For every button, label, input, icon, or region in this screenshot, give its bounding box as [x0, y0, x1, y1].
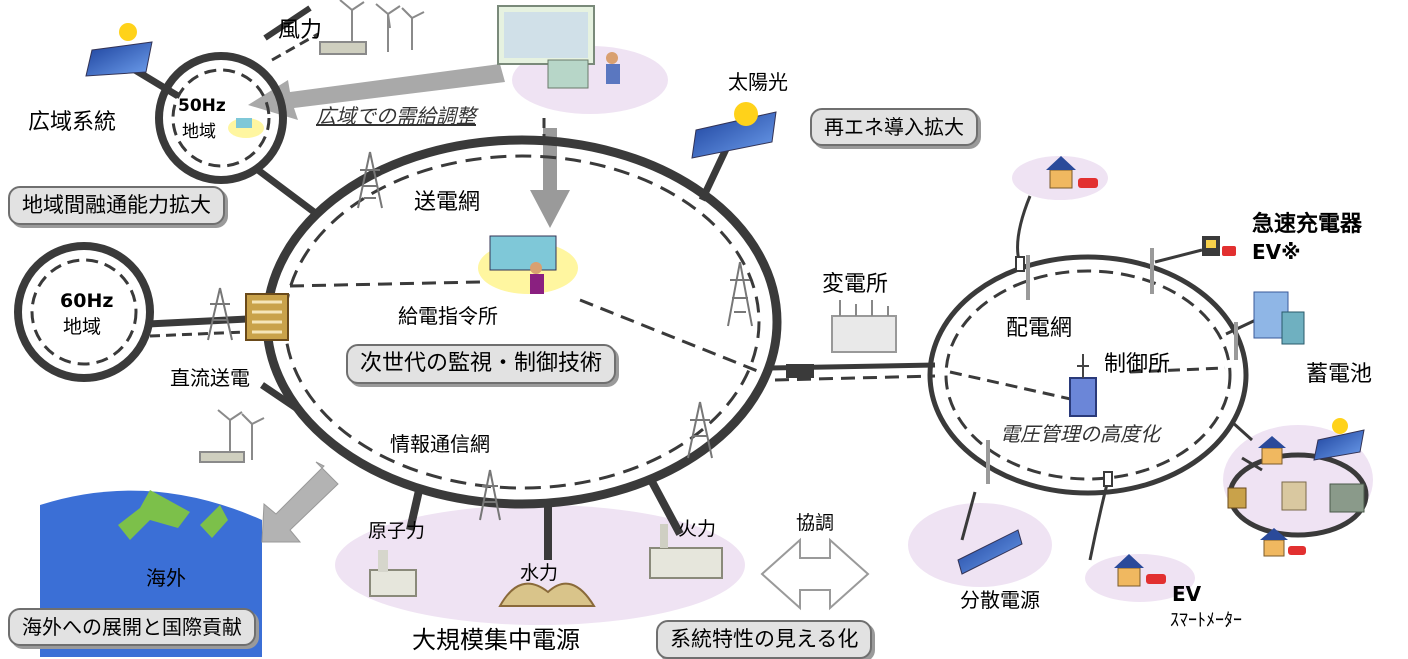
- control-station-label: 制御所: [1104, 352, 1171, 377]
- voltage-management-label: 電圧管理の高度化: [1000, 422, 1160, 446]
- info-comm-network-label: 情報通信網: [390, 432, 490, 456]
- overseas-contribution-box: 海外への展開と国際貢献: [8, 608, 256, 646]
- arrow-to-dispatch: [530, 128, 570, 228]
- substation-icon: [831, 300, 897, 353]
- storage-battery-label: 蓄電池: [1306, 362, 1373, 387]
- overseas-label: 海外: [146, 566, 186, 590]
- solar-power-label: 太陽光: [728, 70, 788, 94]
- dc-transmission-label: 直流送電: [170, 366, 250, 390]
- quick-charger-label: 急速充電器: [1252, 212, 1363, 237]
- ev-label: EV: [1172, 582, 1202, 606]
- smart-meter-label: ｽﾏｰﾄﾒｰﾀｰ: [1170, 610, 1242, 631]
- central-control-room-icon: [497, 5, 668, 114]
- regional-system-label: 広域系統: [28, 110, 117, 135]
- region-50hz-subtitle: 地域: [182, 122, 216, 142]
- substation-label: 変電所: [822, 272, 889, 297]
- control-station-icon: [1069, 354, 1097, 417]
- system-visualization-box: 系統特性の見える化: [656, 620, 873, 659]
- transmission-tower-icons: [207, 151, 753, 521]
- power-plant-icons: [369, 524, 723, 607]
- ev-note-label: EV※: [1252, 240, 1301, 264]
- large-central-power-label: 大規模集中電源: [412, 626, 580, 654]
- coordination-arrow: [760, 537, 870, 611]
- distribution-network-label: 配電網: [1006, 316, 1073, 341]
- region-50hz-title: 50Hz: [178, 96, 226, 116]
- wind-power-label: 風力: [278, 18, 323, 43]
- distributed-power-label: 分散電源: [960, 588, 1040, 612]
- wide-area-balancing-label: 広域での需給調整: [316, 104, 476, 128]
- transmission-network-label: 送電網: [414, 190, 481, 215]
- region-60hz-title: 60Hz: [60, 290, 114, 312]
- region-50hz-icon: [228, 118, 264, 138]
- thermal-label: 火力: [678, 518, 717, 540]
- distribution-nodes: [986, 248, 1238, 487]
- house-ev-icons: [1046, 156, 1365, 587]
- load-dispatch-center-label: 給電指令所: [398, 304, 498, 328]
- wind-turbine-icons: [199, 0, 425, 463]
- arrow-to-overseas: [261, 461, 339, 543]
- solar-panel-icons: [85, 23, 1365, 575]
- grid-lines: [14, 5, 1369, 561]
- dc-building-icon: [245, 293, 289, 341]
- dispatch-center-icon: [478, 235, 578, 294]
- nuclear-label: 原子力: [368, 520, 426, 542]
- interregional-capacity-box: 地域間融通能力拡大: [8, 186, 225, 226]
- hydro-label: 水力: [520, 562, 559, 584]
- next-gen-monitoring-box: 次世代の監視・制御技術: [346, 344, 617, 385]
- halo-backgrounds: [335, 156, 1373, 625]
- coordination-label: 協調: [796, 512, 835, 534]
- renewable-expansion-box: 再エネ導入拡大: [810, 108, 978, 146]
- arrow-wide-area: [248, 64, 505, 120]
- region-60hz-subtitle: 地域: [63, 316, 102, 338]
